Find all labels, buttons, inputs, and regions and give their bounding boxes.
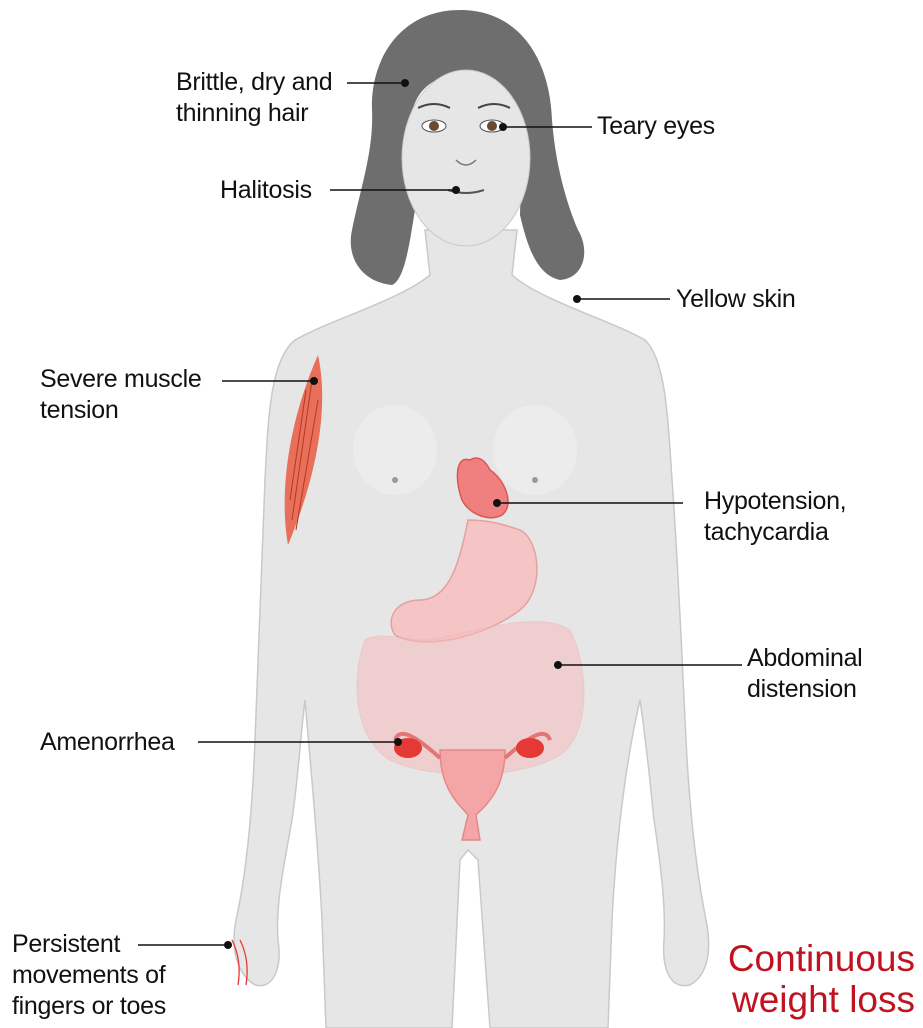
label-teary-eyes: Teary eyes [597, 111, 715, 142]
label-abdominal-distension: Abdominal distension [747, 643, 862, 705]
face [402, 70, 530, 246]
right-nipple [532, 477, 538, 483]
left-iris [429, 121, 439, 131]
label-yellow-skin: Yellow skin [676, 284, 795, 315]
label-persistent-movements: Persistent movements of fingers or toes [12, 929, 166, 1022]
label-hypotension: Hypotension, tachycardia [704, 486, 846, 548]
label-muscle-tension: Severe muscle tension [40, 364, 201, 426]
left-nipple [392, 477, 398, 483]
label-amenorrhea: Amenorrhea [40, 727, 175, 758]
title-continuous-weight-loss: Continuous weight loss [728, 938, 915, 1020]
right-iris [487, 121, 497, 131]
label-halitosis: Halitosis [220, 175, 312, 206]
label-hair: Brittle, dry and thinning hair [176, 67, 332, 129]
right-ovary [516, 738, 544, 758]
